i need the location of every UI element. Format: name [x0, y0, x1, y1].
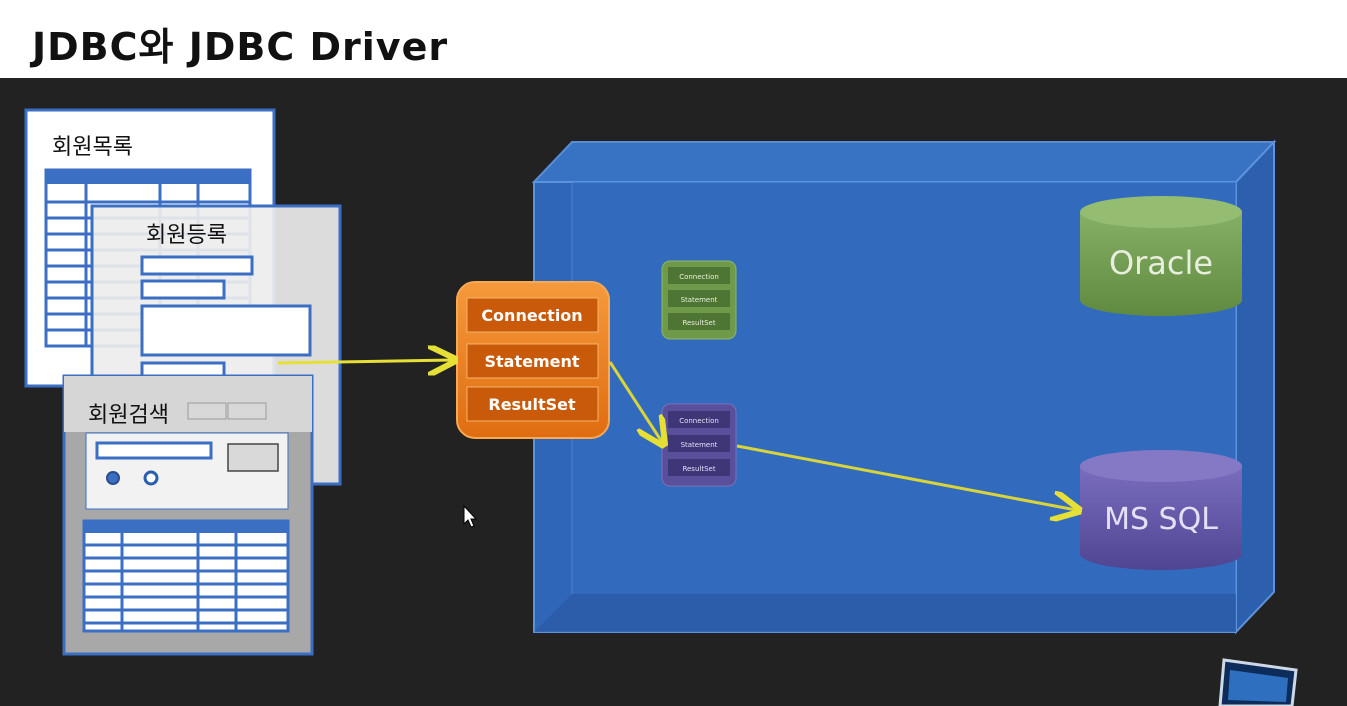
radio-selected-icon	[106, 471, 120, 485]
jdbc-resultset: ResultSet	[488, 395, 576, 414]
oracle-driver-connection: Connection	[679, 273, 719, 281]
search-toolbar-button-1	[187, 402, 227, 420]
search-form-panel	[85, 432, 289, 510]
mssql-database: MS SQL	[1080, 450, 1242, 570]
search-result-table	[82, 519, 290, 633]
radio-unselected-icon	[143, 470, 159, 486]
arrow-jdbc-to-driver	[608, 361, 662, 442]
jdbc-connection: Connection	[481, 306, 582, 325]
mssql-driver: Connection Statement ResultSet	[661, 403, 737, 487]
header-bar: JDBC와 JDBC Driver	[0, 0, 1347, 78]
mouse-cursor-icon	[463, 504, 478, 528]
jdbc-interface: Connection Statement ResultSet	[456, 281, 610, 439]
jdbc-diagram: Oracle MS SQL Connection Statement Resul…	[24, 108, 1298, 706]
search-toolbar-button-2	[227, 402, 267, 420]
jdbc-statement: Statement	[484, 352, 579, 371]
monitor-icon	[1218, 658, 1298, 706]
member-register-title: 회원등록	[146, 223, 227, 248]
oracle-driver: Connection Statement ResultSet	[661, 260, 737, 340]
mssql-driver-statement: Statement	[681, 441, 718, 449]
mssql-driver-connection: Connection	[679, 417, 719, 425]
oracle-label: Oracle	[1109, 244, 1213, 282]
page-title: JDBC와 JDBC Driver	[32, 25, 449, 69]
arrow-driver-to-mssql	[736, 444, 1076, 510]
oracle-driver-statement: Statement	[681, 296, 718, 304]
register-textarea	[140, 304, 312, 357]
oracle-driver-resultset: ResultSet	[682, 319, 715, 327]
search-input	[95, 441, 213, 460]
mssql-driver-resultset: ResultSet	[682, 465, 715, 473]
search-button	[227, 443, 279, 472]
member-list-title: 회원목록	[52, 135, 133, 160]
flow-arrows	[277, 360, 1076, 510]
register-input-1	[140, 255, 254, 276]
member-search-title: 회원검색	[88, 403, 169, 428]
register-input-2	[140, 279, 226, 300]
mssql-label: MS SQL	[1104, 502, 1218, 537]
arrow-app-to-jdbc	[277, 360, 452, 363]
diagram-stage: Oracle MS SQL Connection Statement Resul…	[0, 78, 1347, 706]
oracle-database: Oracle	[1080, 196, 1242, 316]
page-member-search: 회원검색	[62, 374, 314, 656]
